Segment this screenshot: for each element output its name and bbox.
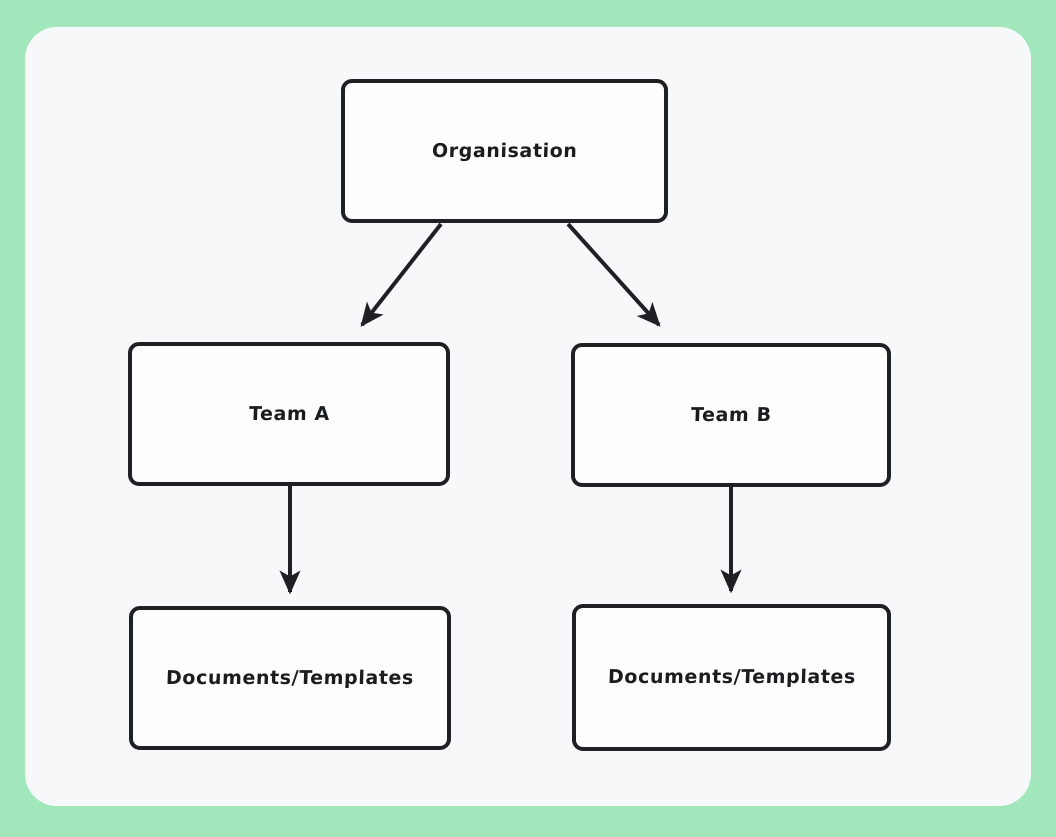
node-organisation[interactable]: Organisation [341, 79, 668, 223]
edge-organisation-to-team-a [360, 222, 443, 327]
node-team-b[interactable]: Team B [571, 343, 891, 487]
node-organisation-label: Organisation [431, 139, 578, 162]
node-team-b-label: Team B [690, 403, 772, 426]
node-team-a[interactable]: Team A [128, 342, 450, 486]
node-documents-templates-right[interactable]: Documents/Templates [572, 604, 891, 751]
node-documents-templates-left-label: Documents/Templates [165, 666, 415, 689]
node-team-a-label: Team A [248, 402, 330, 425]
edge-organisation-to-team-b [566, 222, 661, 327]
node-documents-templates-right-label: Documents/Templates [607, 666, 856, 689]
node-documents-templates-left[interactable]: Documents/Templates [129, 606, 451, 750]
